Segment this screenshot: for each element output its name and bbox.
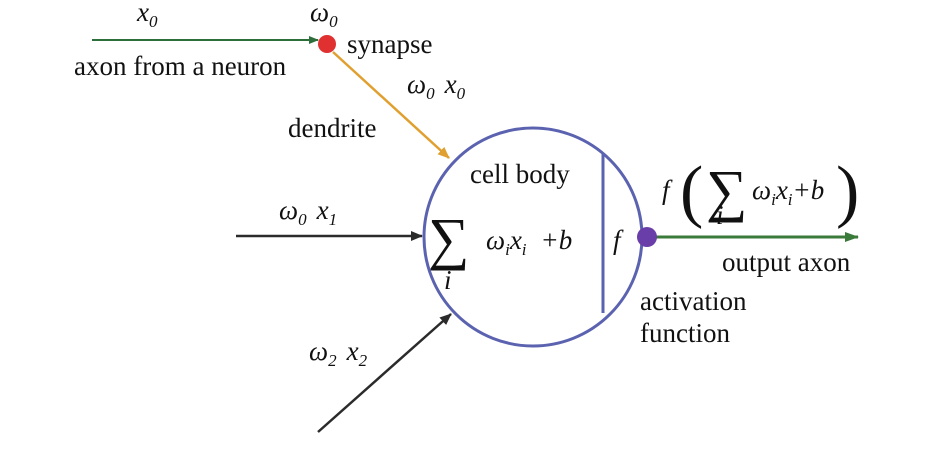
output-formula-index: i bbox=[716, 200, 724, 230]
sum-sigma: ∑ bbox=[428, 206, 469, 271]
output-formula-f: f bbox=[662, 175, 673, 205]
activation-label-line2: function bbox=[640, 318, 730, 348]
input-arrow-bottom bbox=[317, 313, 452, 433]
output-axon-label: output axon bbox=[722, 247, 851, 277]
dendrite-arrow bbox=[332, 51, 450, 159]
synapse-label: synapse bbox=[347, 29, 432, 59]
activation-label-line1: activation bbox=[640, 286, 747, 316]
output-formula-term: ωixi+b bbox=[752, 175, 824, 209]
output-formula-sigma: ∑ bbox=[706, 158, 747, 223]
output-formula-open: ( bbox=[680, 153, 703, 230]
axon-label: axon from a neuron bbox=[74, 51, 287, 81]
output-formula-close: ) bbox=[836, 153, 859, 230]
cell-body-label: cell body bbox=[470, 159, 570, 189]
sum-term: ωixi+b bbox=[486, 225, 572, 259]
sum-index: i bbox=[444, 265, 452, 295]
synapse-dot bbox=[318, 35, 336, 53]
activation-dot bbox=[637, 227, 657, 247]
activation-symbol: f bbox=[613, 225, 624, 255]
dendrite-label: dendrite bbox=[288, 113, 376, 143]
input-top-var: x0 bbox=[136, 0, 158, 31]
weight-top: ω0 bbox=[310, 0, 338, 31]
